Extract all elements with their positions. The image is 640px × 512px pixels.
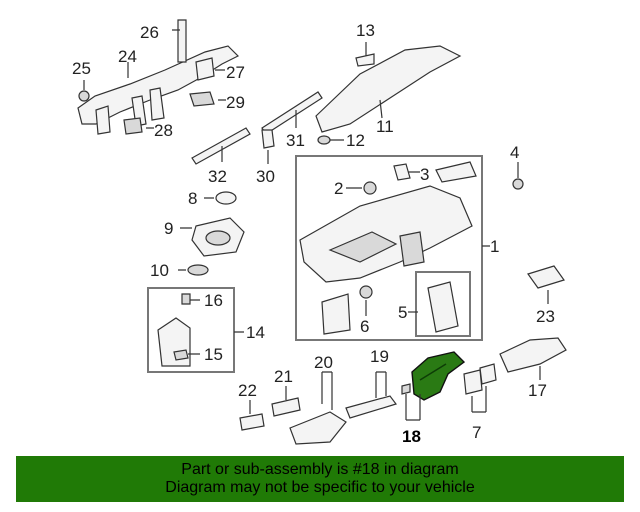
callout-2: 2 — [334, 179, 343, 198]
callout-32: 32 — [208, 167, 227, 186]
instrument-panel-box — [295, 155, 483, 341]
part-18-shape — [411, 351, 466, 401]
box-14 — [147, 287, 235, 373]
parts-diagram: 26 24 25 27 29 28 32 30 31 13 11 12 2 — [72, 19, 567, 446]
instrument-panel-part — [299, 161, 490, 335]
callout-1: 1 — [490, 237, 499, 256]
inner-box-5 — [415, 271, 471, 337]
steering-member-part — [77, 19, 240, 135]
callout-22: 22 — [238, 381, 257, 400]
speaker-parts — [178, 191, 245, 276]
callout-20: 20 — [314, 353, 333, 372]
callout-13: 13 — [356, 21, 375, 40]
callout-23: 23 — [536, 307, 555, 326]
callout-21: 21 — [274, 367, 293, 386]
duct-part-5 — [408, 281, 459, 333]
callout-28: 28 — [154, 121, 173, 140]
lower-trim-parts — [239, 371, 397, 445]
callout-5: 5 — [398, 303, 407, 322]
callout-12: 12 — [346, 131, 365, 150]
banner-line-2: Diagram may not be specific to your vehi… — [165, 479, 475, 496]
callout-27: 27 — [226, 63, 245, 82]
callout-30: 30 — [256, 167, 275, 186]
callout-17: 17 — [528, 381, 547, 400]
callout-26: 26 — [140, 23, 159, 42]
callout-7: 7 — [472, 423, 481, 442]
garnish-parts-14 — [157, 293, 244, 367]
info-banner: Part or sub-assembly is #18 in diagram D… — [16, 456, 624, 502]
banner-line-1: Part or sub-assembly is #18 in diagram — [181, 461, 459, 478]
callout-14: 14 — [246, 323, 265, 342]
callout-16: 16 — [204, 291, 223, 310]
callout-24: 24 — [118, 47, 137, 66]
callout-11: 11 — [376, 117, 394, 136]
callout-9: 9 — [164, 219, 173, 238]
bolt-part-4 — [512, 162, 524, 190]
right-side-parts — [463, 265, 567, 413]
callout-18: 18 — [402, 427, 421, 446]
highlighted-part-18 — [401, 351, 466, 421]
callout-31: 31 — [286, 131, 305, 150]
callout-4: 4 — [510, 143, 519, 162]
dash-top-pad-part — [315, 42, 462, 145]
callout-6: 6 — [360, 317, 369, 336]
callout-3: 3 — [420, 165, 429, 184]
callout-25: 25 — [72, 59, 91, 78]
callout-19: 19 — [370, 347, 389, 366]
callout-15: 15 — [204, 345, 223, 364]
callout-8: 8 — [188, 189, 197, 208]
callout-10: 10 — [150, 261, 169, 280]
callout-29: 29 — [226, 93, 245, 112]
trim-strips-part — [191, 91, 323, 165]
